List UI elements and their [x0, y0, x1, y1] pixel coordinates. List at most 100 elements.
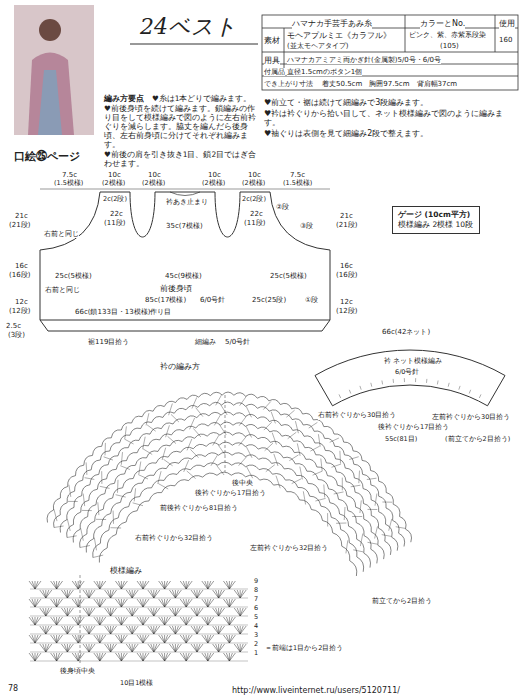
stitch-stroke: [46, 644, 52, 652]
stitch-stroke: [139, 462, 141, 475]
stitch-stroke: [54, 617, 57, 625]
stitch-stroke: [232, 453, 245, 457]
stitch-stroke: [137, 635, 143, 643]
stitch-stroke: [339, 499, 348, 510]
stitch-stroke: [351, 485, 361, 487]
stitch-stroke: [154, 608, 160, 616]
stitch-stroke: [94, 617, 100, 625]
stitch-stroke: [129, 590, 132, 598]
stitch-stroke: [213, 590, 219, 598]
stitch-stroke: [219, 590, 225, 598]
stitch-stroke: [89, 489, 98, 500]
stitch-stroke: [97, 635, 100, 643]
stitch-stroke: [208, 635, 214, 643]
stitch-stroke: [300, 500, 312, 510]
stitch-stroke: [223, 581, 229, 589]
annotation-text: (12段): [9, 307, 30, 315]
stitch-stroke: [146, 413, 149, 425]
stitch-stroke: [330, 503, 340, 514]
stitch-stroke: [219, 590, 222, 598]
stitch-stroke: [175, 644, 181, 652]
annotation-text: 2: [254, 641, 258, 649]
stitch-stroke: [30, 598, 248, 599]
stitch-stroke: [67, 590, 70, 598]
stitch-stroke: [181, 447, 194, 452]
stitch-stroke: [72, 581, 78, 589]
annotation-text: 160: [499, 36, 512, 44]
stitch-stroke: [107, 534, 116, 548]
stitch-stroke: [82, 510, 92, 511]
stitch-stroke: [233, 413, 245, 417]
stitch-stroke: [339, 394, 341, 398]
stitch-stroke: [61, 644, 67, 652]
annotation-text: 66c(42ネット): [382, 328, 430, 336]
stitch-stroke: [354, 464, 363, 474]
stitch-stroke: [100, 486, 110, 488]
stitch-stroke: [86, 644, 89, 652]
stitch-stroke: [118, 507, 128, 518]
annotation-text: 16c: [15, 262, 28, 270]
stitch-stroke: [364, 519, 372, 532]
stitch-stroke: [233, 423, 245, 427]
stitch-stroke: [97, 617, 100, 625]
stitch-stroke: [82, 485, 90, 496]
stitch-stroke: [148, 626, 154, 634]
stitch-stroke: [234, 644, 240, 652]
stitch-stroke: [196, 424, 208, 428]
stitch-stroke: [175, 608, 181, 616]
stitch-stroke: [349, 543, 357, 557]
annotation-text: 12c: [15, 298, 28, 306]
stitch-stroke: [353, 451, 362, 461]
stitch-stroke: [60, 487, 67, 499]
stitch-stroke: [363, 474, 371, 485]
stitch-stroke: [197, 644, 203, 652]
stitch-stroke: [350, 561, 357, 576]
stitch-stroke: [325, 438, 335, 446]
stitch-stroke: [81, 500, 89, 512]
stitch-stroke: [218, 462, 232, 465]
stitch-stroke: [175, 608, 178, 616]
stitch-stroke: [196, 408, 203, 417]
stitch-stroke: [140, 653, 143, 661]
stitch-stroke: [426, 379, 427, 383]
stitch-stroke: [202, 599, 208, 607]
annotation-text: 8: [254, 587, 258, 595]
stitch-stroke: [284, 468, 296, 475]
annotation-text: 5/0号針: [225, 338, 250, 346]
stitch-stroke: [67, 626, 73, 634]
stitch-stroke: [29, 599, 35, 607]
stitch-stroke: [86, 608, 89, 616]
stitch-stroke: [257, 407, 269, 412]
stitch-stroke: [154, 468, 166, 475]
stitch-stroke: [159, 617, 165, 625]
stitch-stroke: [216, 626, 219, 634]
stitch-stroke: [67, 507, 74, 519]
stitch-stroke: [229, 653, 235, 661]
stitch-stroke: [93, 543, 101, 557]
page-title: 24ベスト: [140, 12, 237, 42]
stitch-stroke: [72, 635, 78, 643]
stitch-stroke: [324, 426, 334, 434]
stitch-stroke: [83, 470, 92, 480]
stitch-stroke: [321, 459, 322, 472]
stitch-stroke: [64, 626, 67, 634]
stitch-stroke: [239, 457, 247, 466]
stitch-stroke: [246, 465, 260, 470]
stitch-stroke: [51, 617, 57, 625]
stitch-stroke: [209, 412, 221, 415]
stitch-stroke: [287, 492, 300, 500]
stitch-stroke: [306, 459, 317, 467]
stitch-stroke: [326, 463, 336, 472]
annotation-text: (2模様): [102, 180, 125, 188]
stitch-stroke: [152, 480, 165, 488]
stitch-stroke: [292, 408, 303, 414]
annotation-text: (16段): [9, 271, 30, 279]
annotation-text: 衿あき止まり: [166, 199, 208, 207]
stitch-stroke: [333, 533, 342, 546]
stitch-stroke: [264, 422, 272, 430]
stitch-stroke: [208, 617, 214, 625]
stitch-stroke: [234, 590, 240, 598]
stitch-stroke: [78, 635, 81, 643]
stitch-stroke: [165, 581, 171, 589]
stitch-stroke: [158, 471, 161, 484]
